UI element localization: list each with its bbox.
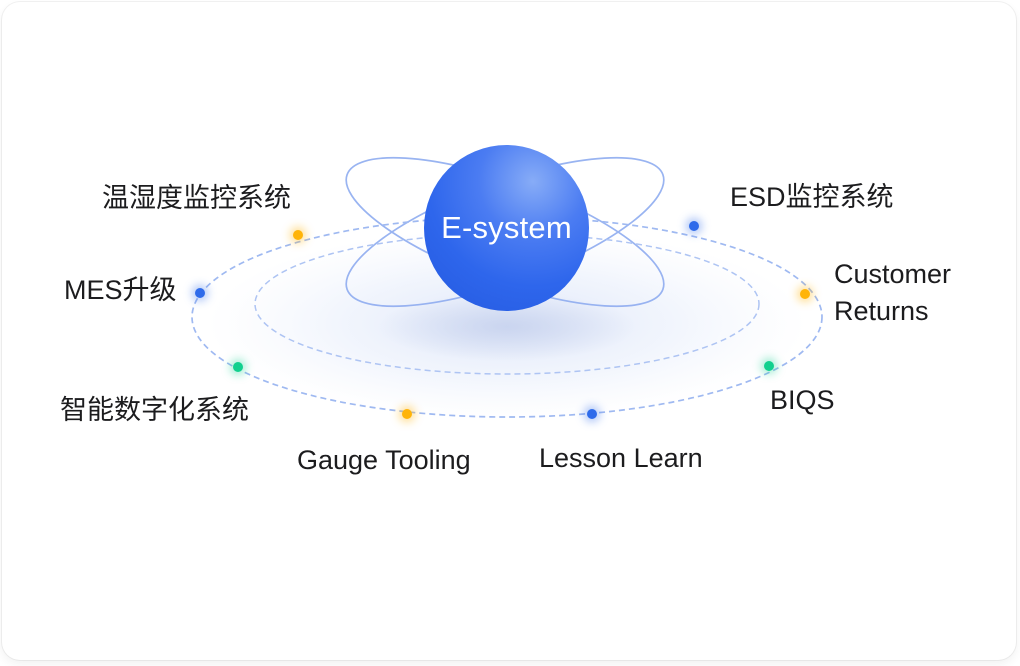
orbit-dot-lesson-learn: [587, 409, 597, 419]
orbit-dot-mes-upgrade: [195, 288, 205, 298]
node-label-customer-returns: Customer Returns: [834, 259, 952, 326]
node-label-esd-monitoring: ESD监控系统: [730, 182, 894, 212]
orbit-dot-customer-returns: [800, 289, 810, 299]
node-label-smart-digital: 智能数字化系统: [60, 395, 249, 425]
node-label-temp-humidity: 温湿度监控系统: [102, 183, 291, 213]
orbit-dot-temp-humidity: [293, 230, 303, 240]
node-label-biqs: BIQS: [770, 385, 835, 415]
center-sphere: E-system: [424, 145, 589, 311]
node-label-lesson-learn: Lesson Learn: [539, 443, 703, 473]
orbit-dot-gauge-tooling: [402, 409, 412, 419]
sphere-shadow: [377, 293, 637, 361]
orbit-dot-biqs: [764, 361, 774, 371]
orbit-dot-smart-digital: [233, 362, 243, 372]
node-label-mes-upgrade: MES升级: [64, 275, 177, 305]
center-sphere-label: E-system: [441, 210, 572, 245]
node-label-gauge-tooling: Gauge Tooling: [297, 445, 471, 475]
orbit-dot-esd-monitoring: [689, 221, 699, 231]
